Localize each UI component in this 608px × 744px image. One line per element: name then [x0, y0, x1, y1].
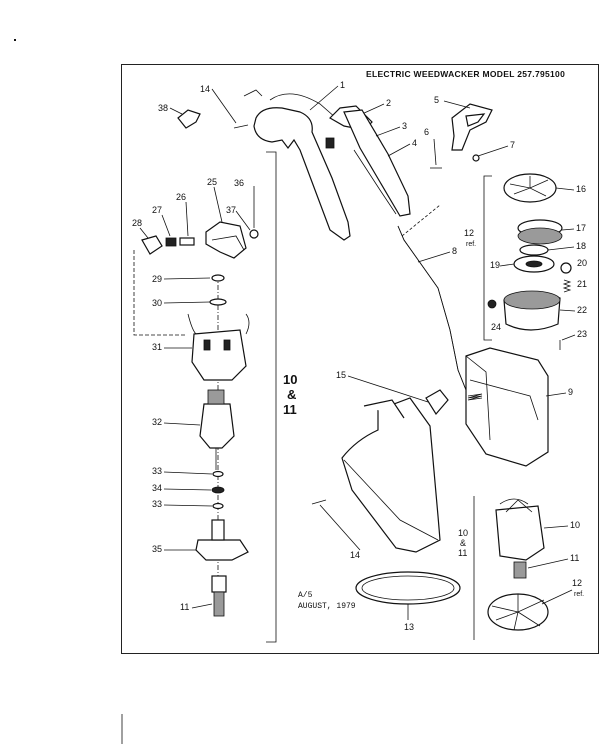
label-36: 36 — [234, 178, 244, 188]
label-24: 24 — [491, 322, 501, 332]
part-11-shaft — [513, 561, 527, 579]
label-37: 37 — [226, 205, 236, 215]
diagram-title: ELECTRIC WEEDWACKER MODEL 257.795100 — [366, 69, 565, 79]
label-14b: 14 — [350, 550, 360, 560]
label-22: 22 — [577, 305, 587, 315]
label-1: 1 — [340, 80, 345, 90]
label-29: 29 — [152, 274, 162, 284]
spool-bracket — [483, 175, 492, 341]
label-16: 16 — [576, 184, 586, 194]
part-20-nut — [560, 262, 572, 274]
group-bracket — [266, 151, 277, 643]
part-32-armature — [199, 403, 235, 449]
part-30-washer — [209, 298, 227, 306]
footer-date: AUGUST, 1979 — [298, 602, 356, 611]
label-28: 28 — [132, 218, 142, 228]
label-25: 25 — [207, 177, 217, 187]
label-17: 17 — [576, 223, 586, 233]
stray-mark — [14, 39, 16, 41]
part-33-washer — [212, 470, 224, 478]
part-21-spring — [562, 279, 572, 293]
footer-revision: A/5 — [298, 591, 313, 600]
label-33: 33 — [152, 466, 162, 476]
group-num-11: 11 — [283, 402, 297, 417]
label-26: 26 — [176, 192, 186, 202]
label-12b: 12 — [572, 578, 582, 588]
label-9: 9 — [568, 387, 573, 397]
part-1-handle — [253, 107, 351, 241]
label-35: 35 — [152, 544, 162, 554]
part-10-motor — [495, 505, 545, 561]
label-11: 11 — [570, 553, 579, 563]
label-10: 10 — [570, 520, 580, 530]
label-38: 38 — [158, 103, 168, 113]
group-num-10: 10 — [283, 372, 297, 387]
part-18-washer — [519, 244, 549, 256]
part-26-pin — [179, 237, 195, 246]
label-3: 3 — [402, 121, 407, 131]
label-14: 14 — [200, 84, 210, 94]
label-5: 5 — [434, 95, 439, 105]
label-12-ref: ref. — [466, 241, 476, 248]
part-11c-adapter — [211, 575, 227, 593]
label-10b: 10 — [458, 528, 468, 538]
label-8: 8 — [452, 246, 457, 256]
guard — [341, 397, 441, 553]
part-25-switch-body — [205, 221, 247, 259]
label-18: 18 — [576, 241, 586, 251]
part-24-knob — [487, 299, 497, 309]
label-33b: 33 — [152, 499, 162, 509]
part-5-assist-handle — [451, 103, 493, 151]
label-20: 20 — [577, 258, 587, 268]
label-19: 19 — [490, 260, 500, 270]
part-35-bracket — [195, 539, 249, 561]
part-38-clip — [177, 109, 201, 129]
label-13: 13 — [404, 622, 414, 632]
label-31: 31 — [152, 342, 162, 352]
label-27: 27 — [152, 205, 162, 215]
group-amp: & — [287, 387, 296, 402]
part-34-bearing — [211, 486, 225, 494]
part-3-handle-half — [343, 109, 411, 217]
part-29-washer — [211, 274, 225, 282]
label-2: 2 — [386, 98, 391, 108]
switch-clip — [325, 137, 335, 149]
label-34: 34 — [152, 483, 162, 493]
label-10b-amp: & — [460, 538, 466, 548]
part-31-field — [191, 329, 247, 381]
label-30: 30 — [152, 298, 162, 308]
part-37-washer — [249, 229, 259, 239]
part-33b-washer — [212, 502, 224, 510]
cord — [269, 93, 337, 119]
label-4: 4 — [412, 138, 417, 148]
part-13-ring — [355, 571, 461, 605]
diagram-frame — [121, 64, 599, 654]
label-12b-ref: ref. — [574, 591, 584, 598]
part-15-bracket — [425, 389, 449, 416]
part-27-spring — [165, 237, 177, 247]
label-6: 6 — [424, 127, 429, 137]
label-7: 7 — [510, 140, 515, 150]
label-11b: 11 — [458, 548, 467, 558]
label-11c: 11 — [180, 602, 189, 612]
label-15: 15 — [336, 370, 346, 380]
label-23: 23 — [577, 329, 587, 339]
assembly-guide-line — [133, 250, 186, 336]
label-21: 21 — [577, 279, 587, 289]
part-28-lever — [141, 235, 163, 255]
label-32: 32 — [152, 417, 162, 427]
label-12: 12 — [464, 228, 474, 238]
